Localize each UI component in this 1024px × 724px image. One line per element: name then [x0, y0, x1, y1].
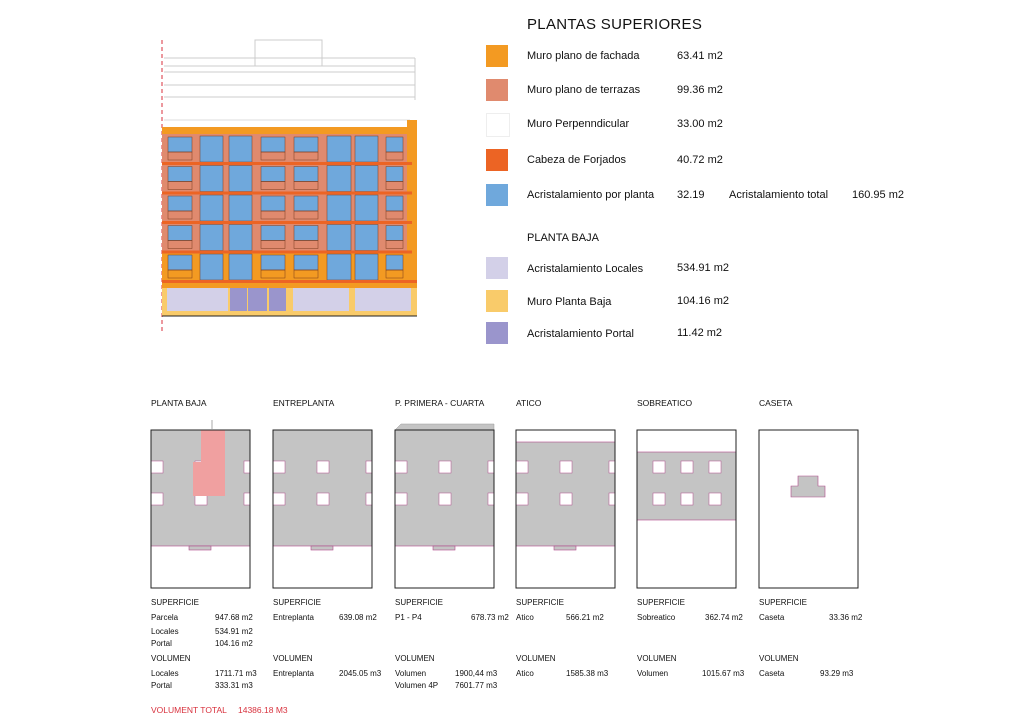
volume-row-value: 1585.38 m3 [566, 669, 609, 678]
surface-row-label: Entreplanta [273, 613, 314, 622]
facade-elevation [161, 39, 417, 332]
legend-swatch [486, 322, 508, 344]
surface-heading: SUPERFICIE [151, 598, 200, 607]
floor-plan-drawing [150, 420, 251, 589]
plan-title: ATICO [516, 398, 542, 408]
surface-heading: SUPERFICIE [395, 598, 444, 607]
legend-label: Muro plano de terrazas [527, 84, 641, 96]
legend-value: 104.16 m2 [677, 295, 729, 307]
surface-row-value: 947.68 m2 [215, 613, 253, 622]
legend-swatch [486, 257, 508, 279]
plan-title: SOBREATICO [637, 398, 693, 408]
surface-row-value: 639.08 m2 [339, 613, 377, 622]
volume-heading: VOLUMEN [759, 654, 799, 663]
surface-row-value: 104.16 m2 [215, 639, 253, 648]
surface-row-label: Caseta [759, 613, 785, 622]
volume-heading: VOLUMEN [273, 654, 313, 663]
surface-heading: SUPERFICIE [759, 598, 808, 607]
surface-row-value: 534.91 m2 [215, 627, 253, 636]
surface-row-label: Sobreatico [637, 613, 676, 622]
plan-title: CASETA [759, 398, 793, 408]
volume-heading: VOLUMEN [516, 654, 556, 663]
legend-label: Muro Planta Baja [527, 296, 612, 308]
volume-row-value: 2045.05 m3 [339, 669, 382, 678]
volume-row-label: Volumen [395, 669, 427, 678]
volume-row-label: Portal [151, 681, 172, 690]
volume-row-label: Locales [151, 669, 179, 678]
legend-label: Muro plano de fachada [527, 50, 640, 62]
surface-row-label: P1 - P4 [395, 613, 422, 622]
legend-label: Acristalamiento Locales [527, 263, 644, 275]
surface-row-label: Locales [151, 627, 179, 636]
volume-row-label: Atico [516, 669, 534, 678]
volume-row-value: 93.29 m3 [820, 669, 854, 678]
surface-heading: SUPERFICIE [516, 598, 565, 607]
volume-row-value: 7601.77 m3 [455, 681, 498, 690]
floor-plan-drawing [758, 429, 859, 589]
volume-row-value: 1711.71 m3 [215, 669, 257, 678]
volume-row-label: Volumen 4P [395, 681, 439, 690]
legend-value: 534.91 m2 [677, 262, 729, 274]
legend-swatch [486, 149, 508, 171]
surface-row-value: 566.21 m2 [566, 613, 604, 622]
volume-heading: VOLUMEN [151, 654, 191, 663]
volume-row-value: 1015.67 m3 [702, 669, 745, 678]
volume-row-label: Volumen [637, 669, 669, 678]
surface-heading: SUPERFICIE [637, 598, 686, 607]
legend-value: 11.42 m2 [677, 327, 723, 339]
legend-swatch [486, 113, 510, 137]
surface-row-label: Portal [151, 639, 172, 648]
surface-heading: SUPERFICIE [273, 598, 322, 607]
volume-row-label: Caseta [759, 669, 785, 678]
floor-plan-drawing [394, 423, 495, 589]
plan-title: PLANTA BAJA [151, 398, 207, 408]
legend-extra-label: Acristalamiento total [729, 189, 829, 201]
surface-row-label: Atico [516, 613, 534, 622]
volume-heading: VOLUMEN [395, 654, 435, 663]
volume-heading: VOLUMEN [637, 654, 677, 663]
legend-subtitle: PLANTA BAJA [527, 232, 599, 244]
legend-value: 99.36 m2 [677, 84, 723, 96]
plan-title: ENTREPLANTA [273, 398, 335, 408]
surface-row-value: 33.36 m2 [829, 613, 863, 622]
legend-label: Cabeza de Forjados [527, 154, 627, 166]
legend-title: PLANTAS SUPERIORES [527, 16, 703, 33]
floor-plan-drawing [272, 429, 373, 589]
legend-value: 40.72 m2 [677, 154, 723, 166]
surface-row-label: Parcela [151, 613, 179, 622]
legend-swatch [486, 290, 508, 312]
total-volume-value: 14386.18 M3 [238, 705, 288, 715]
legend-value: 63.41 m2 [677, 50, 723, 62]
surface-row-value: 362.74 m2 [705, 613, 743, 622]
legend-label: Acristalamiento Portal [527, 328, 634, 340]
legend-value: 33.00 m2 [677, 118, 723, 130]
legend-extra-value: 160.95 m2 [852, 189, 904, 201]
legend-swatch [486, 184, 508, 206]
floor-plan-drawing [515, 429, 616, 589]
surface-row-value: 678.73 m2 [471, 613, 509, 622]
volume-row-value: 1900,44 m3 [455, 669, 498, 678]
legend-value: 32.19 [677, 189, 705, 201]
legend-label: Muro Perpenndicular [527, 118, 630, 130]
volume-row-value: 333.31 m3 [215, 681, 253, 690]
legend-swatch [486, 79, 508, 101]
volume-row-label: Entreplanta [273, 669, 314, 678]
total-volume-label: VOLUMENT TOTAL [151, 705, 227, 715]
floor-plan-drawing [636, 429, 737, 589]
legend-swatch [486, 45, 508, 67]
legend-label: Acristalamiento por planta [527, 189, 655, 201]
plan-title: P. PRIMERA - CUARTA [395, 398, 485, 408]
